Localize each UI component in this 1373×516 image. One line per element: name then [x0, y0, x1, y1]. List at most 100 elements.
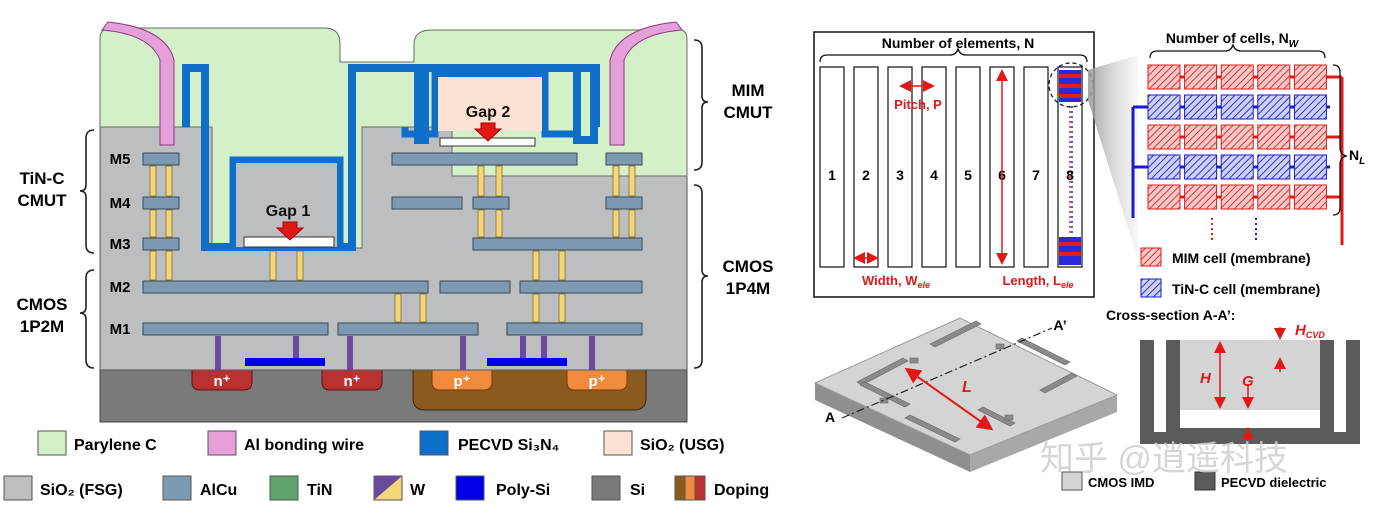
- g-label: G: [1242, 373, 1254, 390]
- nl-brace: [1332, 64, 1349, 216]
- element-array-diagram: Number of elements, N 1 2: [813, 31, 1138, 298]
- mim-cell: [1147, 64, 1181, 90]
- w-contacts: [215, 336, 595, 370]
- legend-tinc-cell: TiN-C cell (membrane): [1172, 281, 1320, 297]
- mim-cell: [1220, 64, 1254, 90]
- imd-gap: [1180, 410, 1320, 428]
- legend-al-wire: Al bonding wire: [244, 437, 364, 454]
- metal-label-m1: M1: [110, 321, 131, 338]
- bracket-tinc: [79, 129, 95, 254]
- label-mim: MIM: [731, 81, 764, 100]
- label-1p4m: 1P4M: [726, 279, 770, 298]
- legend-doping: Doping: [714, 482, 769, 499]
- metal-label-m5: M5: [110, 151, 131, 168]
- al-bonding-wire-right: [609, 21, 683, 146]
- gap1-label: Gap 1: [266, 203, 311, 220]
- label-cmos-right: CMOS: [723, 257, 774, 276]
- n-plus-label-1: n⁺: [213, 373, 230, 390]
- bracket-mim: [693, 39, 709, 171]
- element-3: 3: [896, 167, 904, 183]
- element-7: 7: [1032, 167, 1040, 183]
- element-bars: [819, 66, 1083, 268]
- n-doping-2: [321, 369, 383, 391]
- pitch-label: Pitch, P: [894, 97, 942, 112]
- tinc-cell: [1257, 154, 1291, 180]
- section-title: Cross-section A-A’:: [1106, 307, 1235, 323]
- legend-tinc-swatch: [1140, 278, 1162, 298]
- mim-cell: [1293, 124, 1327, 150]
- poly-si-1: [245, 358, 325, 366]
- mim-cell: [1147, 124, 1181, 150]
- bracket-cmos-l: [79, 269, 95, 369]
- si3n4-inner-cavity2: [401, 70, 580, 138]
- mim-cell: [1147, 184, 1181, 210]
- material-legend: Parylene C Al bonding wire PECVD Si₃N₄ S…: [3, 430, 769, 501]
- tinc-cell: [1147, 94, 1181, 120]
- n-doping-1: [191, 369, 253, 391]
- mim-cell: [1184, 64, 1218, 90]
- mim-cell: [1293, 64, 1327, 90]
- label-cmos-left: CMOS: [17, 295, 68, 314]
- plate-l-arrow: [904, 367, 994, 431]
- gap2-label: Gap 2: [466, 104, 511, 121]
- legend-parylene: Parylene C: [74, 437, 157, 454]
- si3n4-inner-cavity1: [229, 156, 344, 247]
- gap2-arrow: [473, 122, 503, 142]
- legend-swatch-si: [591, 475, 621, 501]
- nl-label: NL: [1349, 147, 1365, 167]
- tinc-cell: [1293, 94, 1327, 120]
- legend-swatch-tin: [269, 475, 299, 501]
- legend-mim-swatch: [1140, 247, 1162, 267]
- legend-swatch-usg: [603, 430, 633, 456]
- element-1: 1: [828, 167, 836, 183]
- legend-swatch-si3n4: [419, 430, 449, 456]
- legend-si: Si: [630, 482, 645, 499]
- cells-label: Number of cells, NW: [1166, 30, 1300, 50]
- cross-section-aa: Cross-section A-A’: H G HCVD CMOS IMD PE…: [1061, 307, 1360, 491]
- section-a-prime: A’: [1053, 317, 1066, 333]
- p-plus-label-2: p⁺: [588, 373, 605, 390]
- mim-cell: [1184, 184, 1218, 210]
- tinc-cell: [1184, 154, 1218, 180]
- mim-cell: [1257, 64, 1291, 90]
- si3n4-liner: [182, 64, 600, 251]
- legend-swatch-alcu: [162, 475, 192, 501]
- legend-tin: TiN: [307, 482, 332, 499]
- imd-right-slot: [1334, 340, 1346, 432]
- legend-mim-cell: MIM cell (membrane): [1172, 250, 1310, 266]
- element-4: 4: [930, 167, 938, 183]
- legend-w: W: [410, 482, 426, 499]
- legend-fsg: SiO₂ (FSG): [40, 482, 123, 499]
- elements-brace: [819, 46, 1088, 63]
- legend-swatch-parylene: [37, 430, 67, 456]
- section-a: A: [825, 409, 835, 425]
- legend-swatch-doping: [674, 475, 706, 501]
- label-tinc: TiN-C: [19, 169, 64, 188]
- legend-usg: SiO₂ (USG): [640, 437, 724, 454]
- mim-cell: [1293, 184, 1327, 210]
- cell-grid: Number of cells, NW NL MIM cell (membran…: [1131, 30, 1365, 298]
- imd-left-slot: [1154, 340, 1166, 432]
- plate-side-right: [970, 395, 1117, 472]
- zoom-cone: [1088, 55, 1138, 260]
- p-doping-1: [431, 369, 493, 391]
- legend-polysi: Poly-Si: [496, 482, 550, 499]
- cells-brace: [1149, 42, 1326, 59]
- mim-cell: [1184, 124, 1218, 150]
- mim-cell: [1257, 124, 1291, 150]
- tinc-cell: [1293, 154, 1327, 180]
- gap1-arrow: [275, 221, 305, 241]
- element-2: 2: [862, 167, 870, 183]
- cmut-cross-section: Gap 1 Gap 2 n⁺ n⁺ p⁺ p⁺ M5 M4 M3 M2 M1 T…: [17, 21, 774, 423]
- membrane-box2: [438, 77, 542, 131]
- mim-cell: [1257, 184, 1291, 210]
- legend-alcu: AlCu: [200, 482, 237, 499]
- metal-layers: [142, 152, 643, 336]
- plate-3d: A A’ L: [813, 317, 1119, 472]
- legend-swatch-fsg: [3, 475, 33, 501]
- plate-side-left: [815, 383, 970, 472]
- plate-l-label: L: [962, 379, 972, 396]
- legend-swatch-polysi: [455, 475, 485, 501]
- element-5: 5: [964, 167, 972, 183]
